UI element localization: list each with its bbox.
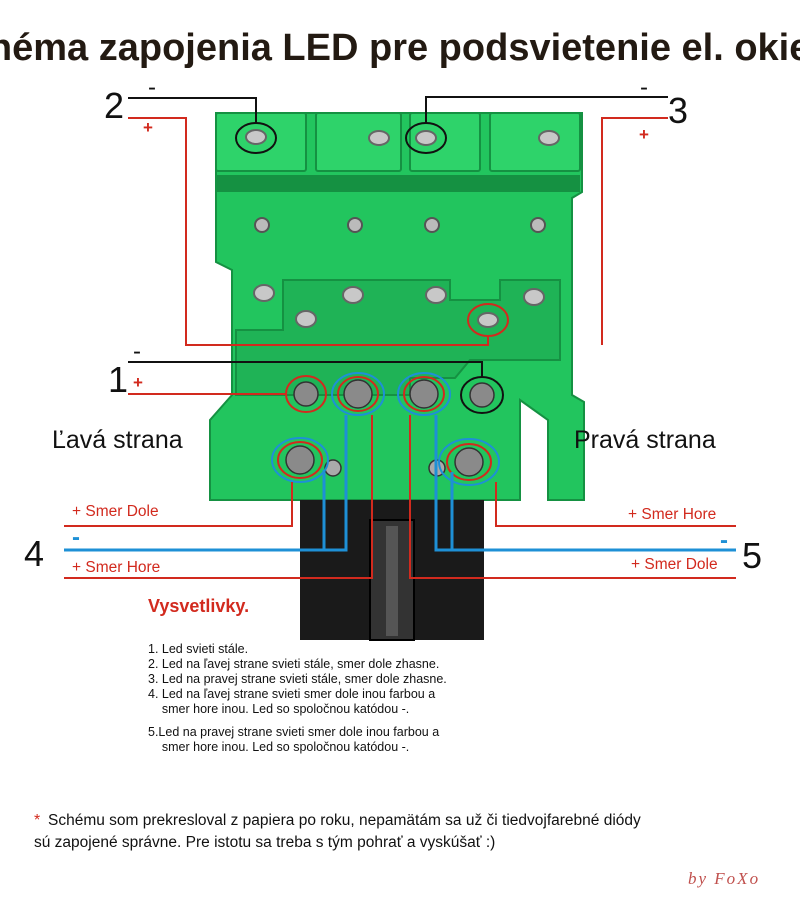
wire-5-common	[434, 415, 736, 552]
connector	[300, 500, 484, 641]
wire-5-down	[409, 415, 736, 579]
legend-line: 5.Led na pravej strane svieti smer dole …	[148, 725, 439, 739]
label-4-down: + Smer Dole	[72, 503, 159, 520]
legend-title: Vysvetlivky.	[148, 596, 249, 616]
label-5-down: + Smer Dole	[631, 556, 718, 573]
pcb-board	[209, 112, 585, 501]
legend-line: 2. Led na ľavej strane svieti stále, sme…	[148, 657, 439, 671]
label-1-number: 1	[108, 359, 128, 400]
left-side-label: Ľavá strana	[52, 426, 183, 454]
wire-1-minus	[128, 361, 483, 377]
legend-line: 1. Led svieti stále.	[148, 642, 248, 656]
label-4-up: + Smer Hore	[72, 559, 160, 576]
label-3-minus: -	[640, 74, 648, 101]
wire-3-plus	[601, 117, 668, 345]
wire-4-common	[64, 415, 348, 552]
footnote-line-2: sú zapojené správne. Pre istotu sa treba…	[34, 834, 495, 851]
wire-4-down	[64, 482, 293, 527]
label-2-minus: -	[148, 74, 156, 101]
label-5-up: + Smer Hore	[628, 506, 716, 523]
label-1-plus: +	[133, 373, 143, 392]
label-4-minus: -	[72, 524, 80, 551]
wire-2-plus	[128, 117, 489, 346]
label-5-number: 5	[742, 535, 762, 576]
label-2-plus: +	[143, 118, 153, 137]
wire-4-up	[64, 415, 373, 579]
legend-line: 3. Led na pravej strane svieti stále, sm…	[148, 672, 447, 686]
label-1-minus: -	[133, 338, 141, 365]
label-5-minus: -	[720, 527, 728, 554]
legend-line: smer hore inou. Led so spoločnou katódou…	[148, 740, 409, 754]
signature: by FoXo	[688, 869, 760, 888]
right-side-label: Pravá strana	[574, 426, 716, 454]
legend-list: 1. Led svieti stále. 2. Led na ľavej str…	[148, 642, 447, 754]
wire-5-up	[495, 482, 736, 527]
footnote-line-1: Schému som prekresloval z papiera po rok…	[48, 812, 641, 829]
legend-line: 4. Led na ľavej strane svieti smer dole …	[148, 687, 435, 701]
label-2-number: 2	[104, 85, 124, 126]
wire-2-minus	[128, 97, 257, 123]
label-3-number: 3	[668, 90, 688, 131]
label-4-number: 4	[24, 533, 44, 574]
label-3-plus: +	[639, 125, 649, 144]
wires	[64, 96, 736, 579]
legend-line: smer hore inou. Led so spoločnou katódou…	[148, 702, 409, 716]
wire-3-minus	[425, 96, 668, 123]
footnote-star: *	[34, 812, 40, 829]
page-title: Schéma zapojenia LED pre podsvietenie el…	[0, 27, 800, 69]
